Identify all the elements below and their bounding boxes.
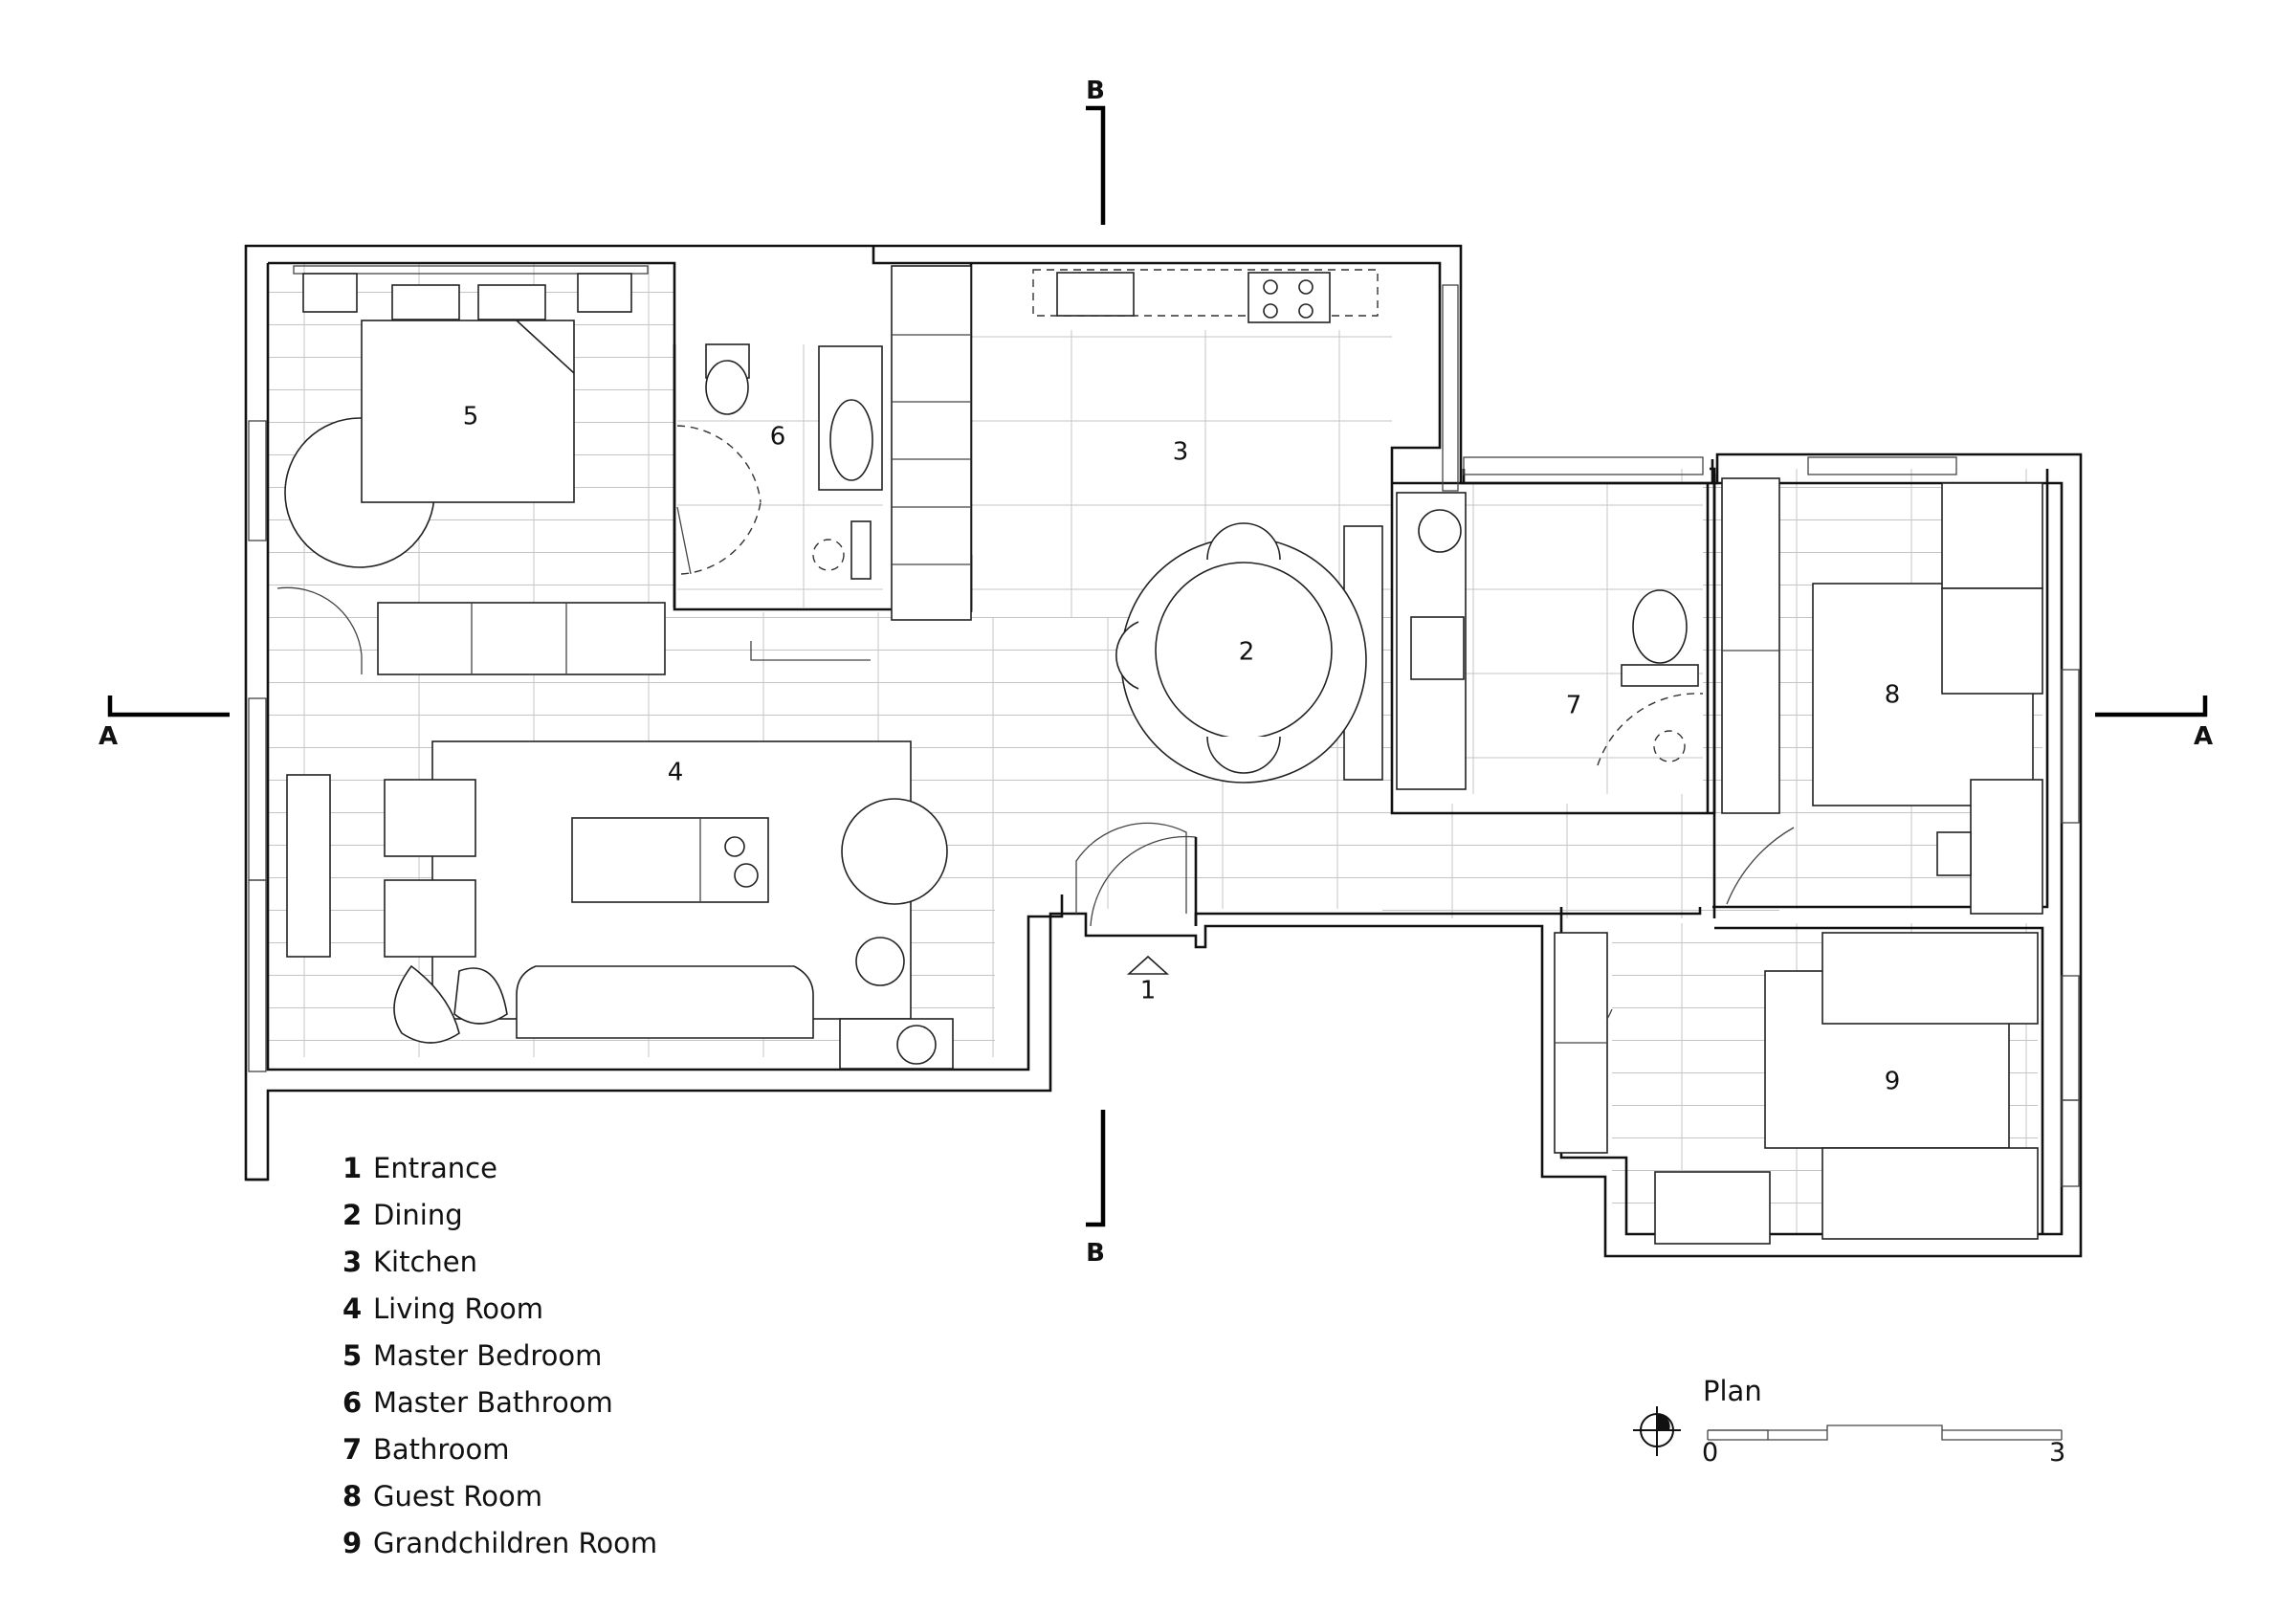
room-number-6: 6 [770, 423, 786, 452]
legend-label: Living Room [373, 1292, 544, 1325]
legend-label: Bathroom [373, 1433, 510, 1466]
legend-item: 8 Guest Room [342, 1473, 657, 1520]
room-number-2: 2 [1239, 638, 1255, 667]
plan-title: Plan [1703, 1375, 1762, 1407]
legend-item: 5 Master Bedroom [342, 1333, 657, 1380]
legend-item: 9 Grandchildren Room [342, 1520, 657, 1567]
legend-number: 3 [342, 1246, 363, 1278]
legend-number: 9 [342, 1527, 363, 1559]
north-arrow-icon [1633, 1406, 1681, 1456]
section-marker-a-left: A [99, 696, 230, 751]
legend-item: 7 Bathroom [342, 1426, 657, 1473]
section-label-b-top: B [1086, 77, 1105, 105]
dining-furniture [1115, 522, 1367, 784]
legend-number: 5 [342, 1339, 363, 1372]
scale-bar [1707, 1424, 2063, 1441]
legend-label: Entrance [373, 1152, 497, 1184]
grandchildren-room-furniture [1554, 932, 2039, 1245]
room-number-8: 8 [1885, 681, 1901, 710]
legend-label: Guest Room [373, 1480, 542, 1513]
bathroom-fixtures [1396, 492, 1704, 790]
scale-end-label: 3 [2049, 1438, 2066, 1468]
guest-room-furniture [1721, 477, 2043, 915]
room-number-labels: 1 2 3 4 5 6 7 8 9 [463, 403, 1901, 1096]
legend-item: 2 Dining [342, 1192, 657, 1239]
section-marker-b-bottom: B [1086, 1110, 1106, 1268]
section-marker-a-right: A [2095, 696, 2213, 751]
section-label-a-right: A [2194, 722, 2213, 751]
legend-number: 2 [342, 1199, 363, 1231]
legend-item: 1 Entrance [342, 1145, 657, 1192]
legend-label: Dining [373, 1199, 463, 1231]
scale-start-label: 0 [1702, 1438, 1719, 1468]
master-bathroom-fixtures [676, 343, 883, 661]
legend-label: Master Bedroom [373, 1339, 603, 1372]
master-bedroom-furniture [276, 273, 666, 675]
room-number-4: 4 [668, 759, 684, 787]
legend-label: Master Bathroom [373, 1386, 613, 1419]
section-label-a-left: A [99, 722, 118, 751]
legend-number: 4 [342, 1292, 363, 1325]
entrance-door [1090, 835, 1198, 975]
legend-number: 8 [342, 1480, 363, 1513]
kitchen-fixtures [891, 265, 1383, 781]
windows [248, 265, 2080, 1187]
legend-item: 4 Living Room [342, 1286, 657, 1333]
room-number-1: 1 [1140, 977, 1157, 1005]
room-number-7: 7 [1566, 692, 1582, 720]
legend-item: 3 Kitchen [342, 1239, 657, 1286]
living-room-furniture [286, 740, 1187, 1070]
section-marker-b-top: B [1086, 77, 1106, 225]
room-number-3: 3 [1173, 438, 1189, 467]
legend-number: 1 [342, 1152, 363, 1184]
legend-number: 6 [342, 1386, 363, 1419]
section-label-b-bottom: B [1086, 1239, 1105, 1268]
room-number-9: 9 [1885, 1068, 1901, 1096]
legend-item: 6 Master Bathroom [342, 1380, 657, 1426]
legend-label: Kitchen [373, 1246, 477, 1278]
legend-number: 7 [342, 1433, 363, 1466]
room-number-5: 5 [463, 403, 479, 431]
legend-label: Grandchildren Room [373, 1527, 658, 1559]
